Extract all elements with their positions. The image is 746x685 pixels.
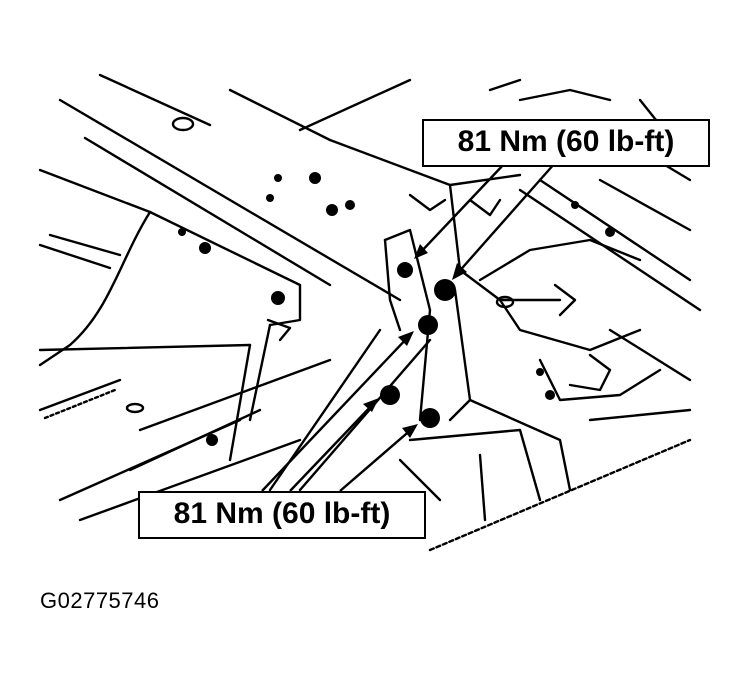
body-panel xyxy=(478,238,642,282)
fastener-dot xyxy=(309,172,321,184)
leader-line xyxy=(417,162,506,256)
bolt xyxy=(380,385,400,405)
panel-line xyxy=(138,358,332,432)
body-panel xyxy=(538,358,662,402)
arrowhead xyxy=(363,398,379,412)
crossmember xyxy=(383,228,432,422)
crossmember xyxy=(468,398,572,492)
leader-line xyxy=(339,427,414,492)
panel-line xyxy=(228,343,252,462)
body-panel xyxy=(408,193,447,212)
frame-rail-line xyxy=(58,98,402,302)
fastener-dot xyxy=(571,201,579,209)
body-panel xyxy=(588,408,692,422)
bracket-outline xyxy=(38,243,112,270)
leader-line xyxy=(261,334,411,492)
fastener-dot xyxy=(199,242,211,254)
fastener-dot xyxy=(326,204,338,216)
body-panel xyxy=(598,178,692,232)
panel-line xyxy=(38,378,122,412)
panel-line xyxy=(78,438,302,522)
leader-line xyxy=(289,401,376,492)
wire-harness xyxy=(38,210,152,367)
crossmember xyxy=(408,428,542,502)
fastener-dot xyxy=(266,194,274,202)
fastener-dot xyxy=(536,368,544,376)
leader-line xyxy=(455,162,556,276)
body-panel xyxy=(608,328,692,382)
fastener-dot xyxy=(206,434,218,446)
crossmember xyxy=(478,453,487,522)
small-tab xyxy=(266,318,292,342)
body-panel xyxy=(448,183,562,302)
frame-rail-line xyxy=(38,168,152,214)
torque-callout-lower: 81 Nm (60 lb-ft) xyxy=(138,491,426,539)
fastener-dot xyxy=(178,228,186,236)
torque-callout-upper: 81 Nm (60 lb-ft) xyxy=(422,119,710,167)
arrowhead xyxy=(414,244,428,259)
grommet xyxy=(171,116,195,132)
bolt xyxy=(434,279,456,301)
body-panel xyxy=(518,188,702,312)
bracket-outline xyxy=(48,233,122,257)
fastener-dot xyxy=(271,291,285,305)
fastener-dot xyxy=(274,174,282,182)
body-panel xyxy=(538,178,692,282)
arrowhead xyxy=(402,424,418,438)
arrowhead xyxy=(398,331,414,346)
fastener-dot xyxy=(605,227,615,237)
crossmember xyxy=(398,458,442,502)
panel-line xyxy=(128,408,262,472)
hole xyxy=(125,402,145,414)
frame-rail-line xyxy=(83,136,332,287)
hole xyxy=(495,295,515,309)
body-panel xyxy=(568,353,612,392)
fastener-dot xyxy=(345,200,355,210)
body-panel xyxy=(498,298,642,352)
crossmember xyxy=(428,438,692,552)
crossmember xyxy=(448,288,472,422)
bolt xyxy=(418,315,438,335)
bracket-outline xyxy=(148,210,302,327)
bolt xyxy=(420,408,440,428)
frame-rail-line xyxy=(298,78,412,132)
fastener-dot xyxy=(545,390,555,400)
frame-rail-line xyxy=(98,73,212,127)
panel-line xyxy=(38,343,252,352)
figure-identifier: G02775746 xyxy=(40,588,160,613)
frame-rail-line xyxy=(228,88,332,142)
crossmember xyxy=(298,338,432,492)
body-panel xyxy=(468,198,502,217)
arrowhead xyxy=(452,263,467,280)
body-panel xyxy=(488,78,522,92)
panel-line xyxy=(248,323,272,422)
crossmember xyxy=(383,238,402,332)
body-panel xyxy=(553,283,577,317)
body-panel xyxy=(518,88,612,102)
bolt xyxy=(397,262,413,278)
panel-line xyxy=(43,388,117,420)
